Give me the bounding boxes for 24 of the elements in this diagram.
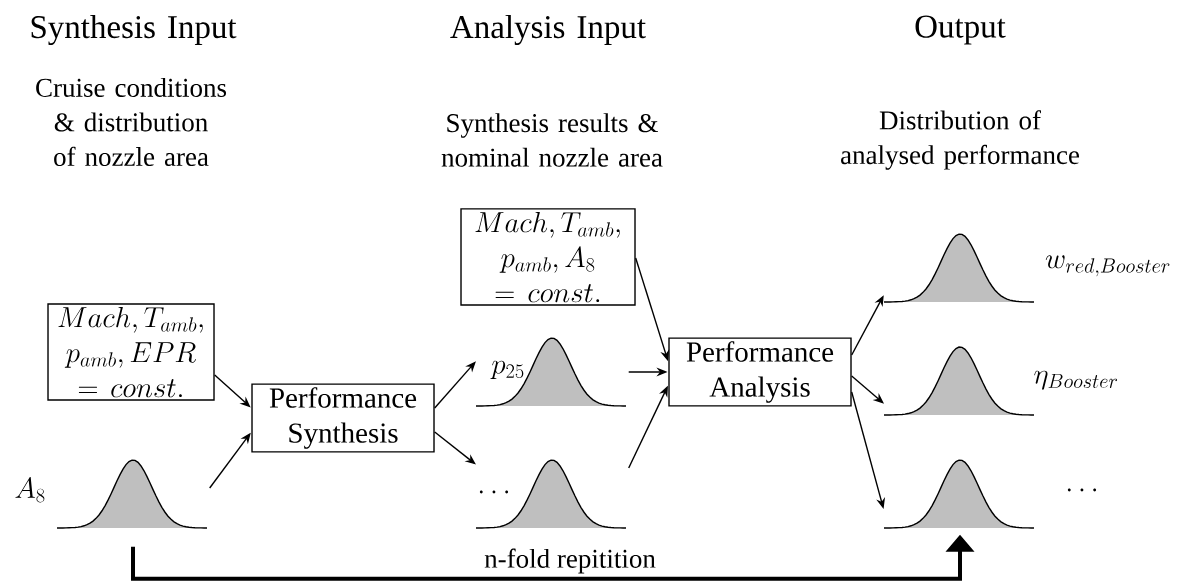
bell-curve-drawing (56, 459, 208, 529)
bell-curve-drawing (475, 337, 627, 407)
variable-label: $w_{red,Booster}$ (1045, 255, 1170, 277)
subheading: Synthesis results & nominal nozzle area (441, 113, 663, 167)
heading: Analysis Input (450, 15, 646, 45)
variable-label: $A_8$ (15, 477, 45, 503)
process-box: $Mach, T_{amb},$ $p_{amb}, A_8$ $= const.$ (460, 208, 636, 306)
process-box: Performance Synthesis (251, 383, 435, 453)
heading: Synthesis Input (31, 15, 237, 45)
process-box: Performance Analysis (668, 337, 852, 407)
arrow (434, 361, 476, 409)
bell-curve-drawing (883, 459, 1035, 529)
variable-label: $\dots$ (1067, 488, 1097, 492)
bell-curve-drawing (883, 233, 1035, 303)
edge-label: n-fold repitition (483, 547, 657, 575)
bell-curve-drawing (883, 346, 1035, 416)
subheading: Cruise conditions & distribution of nozzle area (36, 77, 227, 167)
variable-label: $\dots$ (479, 490, 509, 494)
variable-label: $p_{25}$ (490, 360, 524, 380)
process-box: $Mach, T_{amb},$ $p_{amb}, EPR$ $= const.$ (47, 303, 215, 401)
bell-curve-drawing (475, 459, 627, 529)
heading: Output (915, 15, 1006, 45)
subheading: Distribution of analysed performance (841, 110, 1080, 170)
variable-label: $\eta_{Booster}$ (1034, 370, 1118, 390)
